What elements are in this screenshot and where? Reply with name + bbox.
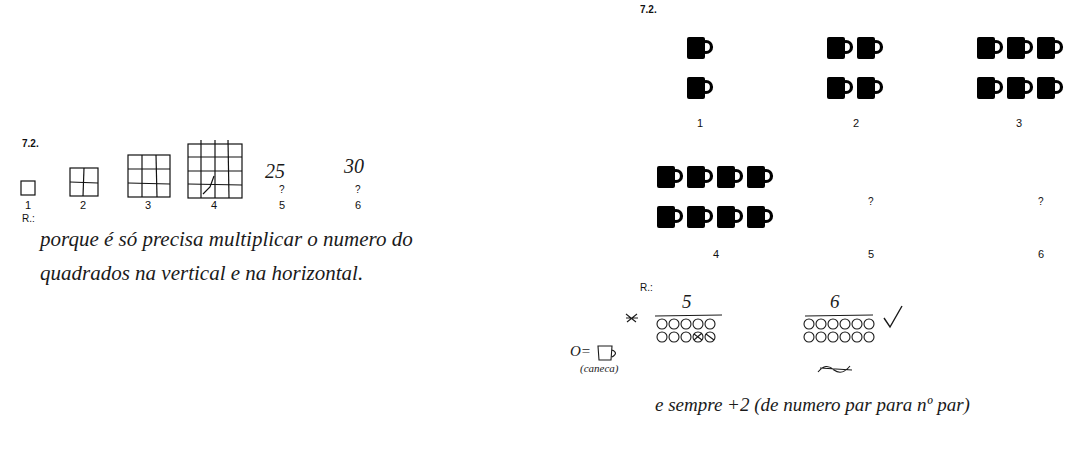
text-label: 1: [697, 117, 703, 130]
underline: [805, 315, 873, 316]
mug: [1037, 37, 1062, 59]
square-2: [70, 168, 98, 196]
hand-sketch: [598, 306, 902, 372]
mug: [827, 77, 852, 99]
text-label: 5: [279, 199, 285, 212]
text-label: ?: [868, 196, 874, 208]
text-label: 5: [868, 248, 874, 261]
text-label: 6: [355, 199, 361, 212]
mug: [977, 77, 1002, 99]
text-label: 3: [145, 199, 151, 212]
mug: [1037, 77, 1062, 99]
text-label: ?: [1038, 196, 1044, 208]
text-label: 7.2.: [640, 4, 657, 16]
mug: [977, 37, 1002, 59]
text-label: R.:: [22, 213, 35, 225]
mug: [687, 37, 712, 59]
mug: [747, 166, 772, 188]
mug: [1007, 37, 1032, 59]
scribble: [818, 366, 852, 372]
mug: [717, 206, 742, 228]
scribble: [626, 314, 638, 322]
circle-group-6: [804, 319, 874, 342]
mug-figures: [657, 37, 1062, 228]
check-mark: [884, 306, 902, 327]
text-label: (caneca): [580, 362, 618, 375]
circle-group-5: [657, 319, 715, 342]
mug: [657, 206, 682, 228]
text-label: 25: [265, 160, 285, 183]
square-3: [128, 155, 170, 197]
mug: [687, 166, 712, 188]
text-label: 3: [1016, 117, 1022, 130]
mug: [717, 166, 742, 188]
mug: [657, 166, 682, 188]
text-label: 2: [853, 117, 859, 130]
text-label: 2: [80, 199, 86, 212]
mug: [827, 37, 852, 59]
text-label: R.:: [640, 282, 653, 294]
text-label: 6: [830, 291, 840, 313]
text-label: 7.2.: [22, 138, 39, 150]
text-label: 4: [713, 248, 719, 261]
mug: [857, 77, 882, 99]
text-label: ?: [355, 184, 361, 196]
mug: [857, 37, 882, 59]
text-label: ?: [279, 184, 285, 196]
square-figures: [21, 140, 242, 198]
scribble: [694, 333, 714, 340]
text-label: 4: [211, 199, 217, 212]
cup-sketch: [598, 346, 616, 360]
square-4: [188, 140, 242, 198]
answer-text: porque é só precisa multiplicar o numero…: [40, 222, 490, 290]
text-label: e sempre +2 (de numero par para nº par): [655, 394, 970, 416]
text-label: 6: [1038, 248, 1044, 261]
pen-stroke: [203, 176, 214, 194]
mug: [747, 206, 772, 228]
text-label: 1: [25, 199, 31, 212]
text-label: 5: [682, 291, 692, 313]
square-1: [21, 181, 35, 195]
mug: [687, 77, 712, 99]
text-label: 30: [344, 155, 364, 178]
text-label: O=: [570, 343, 591, 360]
underline: [655, 315, 722, 316]
mug: [1007, 77, 1032, 99]
mug: [687, 206, 712, 228]
